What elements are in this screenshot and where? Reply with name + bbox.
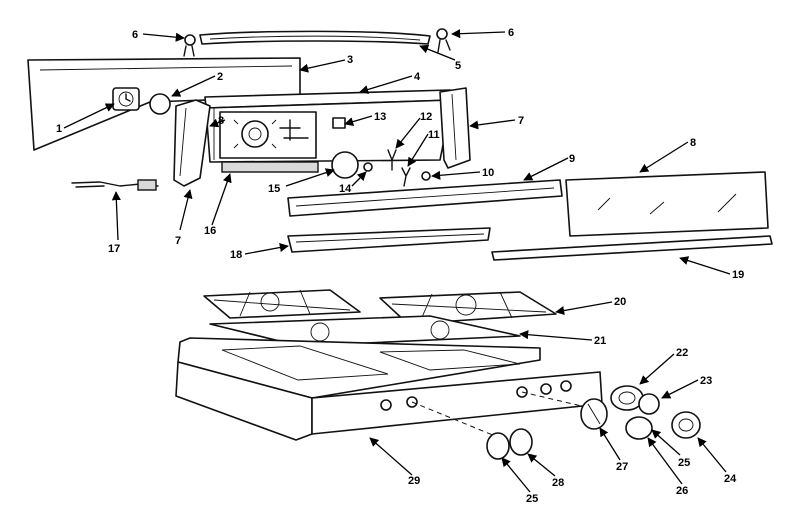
end-cap-right	[439, 87, 471, 169]
callout-7-left: 7	[175, 235, 181, 247]
lower-rail	[491, 235, 773, 261]
callout-5: 5	[455, 60, 461, 72]
callout-13: 13	[374, 111, 386, 123]
callout-12: 12	[420, 111, 432, 123]
callout-3: 3	[347, 54, 353, 66]
callout-22: 22	[676, 347, 688, 359]
element-strip	[221, 161, 319, 173]
ring-light	[331, 151, 359, 179]
callout-6-left: 6	[132, 29, 138, 41]
callout-17: 17	[108, 243, 120, 255]
callout-15: 15	[268, 183, 280, 195]
callout-25-right: 25	[678, 457, 690, 469]
fitting	[421, 171, 431, 181]
callout-4: 4	[414, 71, 421, 83]
callout-2: 2	[217, 71, 223, 83]
connector-12	[387, 149, 397, 171]
callout-29: 29	[408, 475, 420, 487]
clock-knob	[149, 93, 171, 115]
panel-dial-face	[219, 111, 317, 159]
top-trim-rod	[199, 30, 431, 45]
callout-18: 18	[230, 249, 242, 261]
callout-14: 14	[339, 183, 352, 195]
callout-21: 21	[594, 335, 606, 347]
knob-25	[486, 432, 510, 460]
lower-trim	[287, 227, 491, 253]
knob-22	[610, 385, 644, 411]
socket	[363, 162, 373, 172]
grate-left	[203, 289, 361, 319]
knob-27	[580, 398, 608, 430]
callout-28: 28	[552, 477, 564, 489]
leader-lines	[63, 29, 731, 493]
rail	[287, 179, 563, 217]
callout-26: 26	[676, 485, 688, 497]
end-cap-left	[173, 99, 211, 187]
callout-1: 1	[56, 123, 62, 135]
callout-7-right: 7	[518, 115, 524, 127]
knob-28	[509, 428, 533, 456]
callout-9: 9	[569, 153, 575, 165]
callout-19: 19	[732, 269, 744, 281]
connector-11	[401, 167, 411, 187]
callout-23: 23	[700, 375, 712, 387]
bezel-23	[638, 393, 660, 415]
callout-8-glass: 8	[690, 137, 696, 149]
callout-24: 24	[724, 473, 737, 485]
screw-right	[436, 28, 451, 53]
callout-25-left: 25	[526, 493, 538, 505]
cooktop	[175, 337, 603, 441]
callout-16: 16	[204, 225, 216, 237]
glass-panel	[565, 171, 769, 237]
callout-27: 27	[616, 461, 628, 473]
callout-11: 11	[428, 129, 440, 141]
callout-6-right: 6	[508, 27, 514, 39]
knob-26	[625, 416, 653, 440]
callout-10: 10	[482, 167, 494, 179]
screw-left	[183, 34, 196, 57]
wire-harness	[71, 179, 159, 191]
knob-24	[671, 411, 701, 439]
clock	[112, 87, 140, 111]
switch	[332, 117, 346, 129]
callout-20: 20	[614, 296, 626, 308]
callout-8-panel: 8	[218, 115, 224, 127]
callout-numbers: 6 6 5 3 4 2 1 7 7 8 13 12 11 10 9 8 14 1…	[56, 27, 744, 505]
